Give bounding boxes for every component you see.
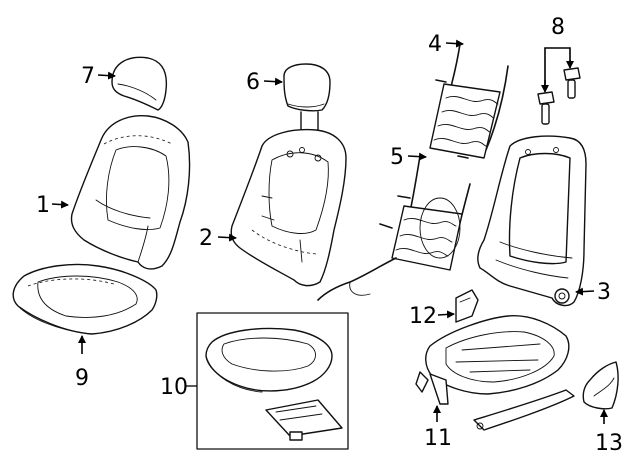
callout-leaders: [51, 39, 608, 424]
callout-12: 12: [409, 304, 437, 329]
back-spring-mat-drawing: [429, 43, 509, 159]
outer-trim-drawing: [582, 361, 619, 410]
callout-4: 4: [428, 32, 442, 57]
leader-5: [407, 152, 427, 161]
callout-5: 5: [390, 145, 404, 170]
headrest-drawing: [283, 63, 331, 133]
cushion-pad-kit-drawing: [196, 312, 349, 450]
leader-8-bracket: [544, 47, 571, 86]
seat-back-frame-drawing: [477, 135, 587, 307]
track-cover-drawing: [455, 289, 479, 323]
leader-2: [217, 233, 237, 242]
leader-7: [97, 71, 116, 80]
leader-12: [437, 310, 455, 319]
leader-6: [263, 77, 283, 86]
callout-13: 13: [595, 431, 623, 456]
callout-1: 1: [36, 193, 50, 218]
callout-6: 6: [246, 70, 260, 95]
headrest-cover-drawing: [111, 56, 168, 111]
leader-4: [445, 39, 464, 48]
seat-back-cover-drawing: [70, 115, 191, 270]
leader-3: [575, 287, 595, 296]
callout-9: 9: [75, 366, 89, 391]
callout-11: 11: [424, 426, 452, 451]
callout-2: 2: [199, 226, 213, 251]
seat-back-pad-drawing: [230, 128, 347, 287]
callout-labels: 1 2 3 4 5 6 7 8 9 10 11 12 13: [36, 15, 623, 456]
seat-track-drawing: [415, 315, 575, 431]
leader-1: [51, 200, 69, 209]
callout-7: 7: [81, 64, 95, 89]
lumbar-support-drawing: [317, 155, 471, 301]
callout-10: 10: [160, 375, 188, 400]
cushion-cover-drawing: [12, 263, 158, 335]
callout-8: 8: [551, 15, 565, 40]
callout-3: 3: [597, 280, 611, 305]
